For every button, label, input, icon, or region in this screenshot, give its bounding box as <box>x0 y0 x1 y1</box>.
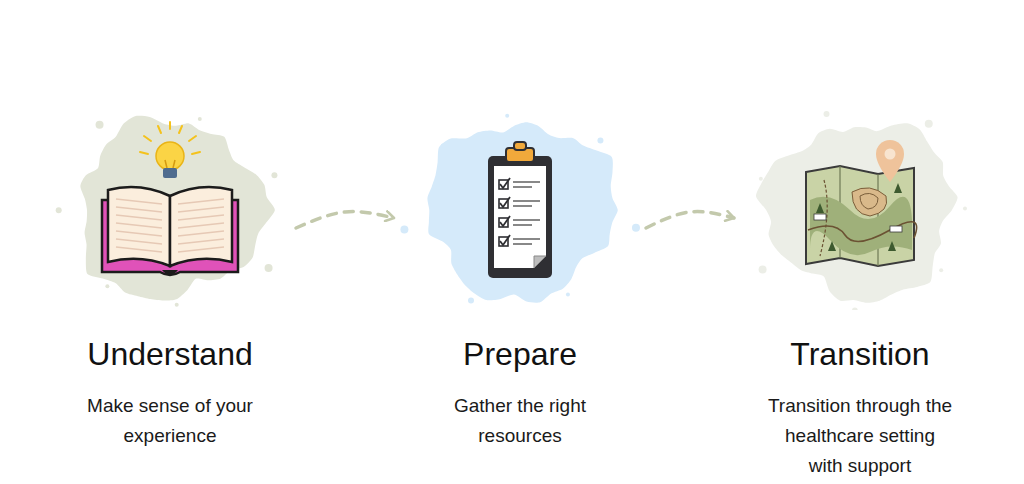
step-title: Prepare <box>394 335 646 373</box>
step-node: UnderstandMake sense of your experience <box>44 110 296 451</box>
step-title: Understand <box>44 335 296 373</box>
step-illustration <box>740 110 980 310</box>
step-description: Gather the right resources <box>435 391 605 451</box>
step-node: PrepareGather the right resources <box>394 110 646 451</box>
step-description: Transition through the healthcare settin… <box>766 391 954 481</box>
step-title: Transition <box>734 335 986 373</box>
step-node: TransitionTransition through the healthc… <box>734 110 986 481</box>
step-illustration <box>50 110 290 310</box>
step-illustration <box>400 110 640 310</box>
dashed-arrow <box>646 212 734 228</box>
dashed-arrow <box>296 212 394 228</box>
step-description: Make sense of your experience <box>70 391 270 451</box>
